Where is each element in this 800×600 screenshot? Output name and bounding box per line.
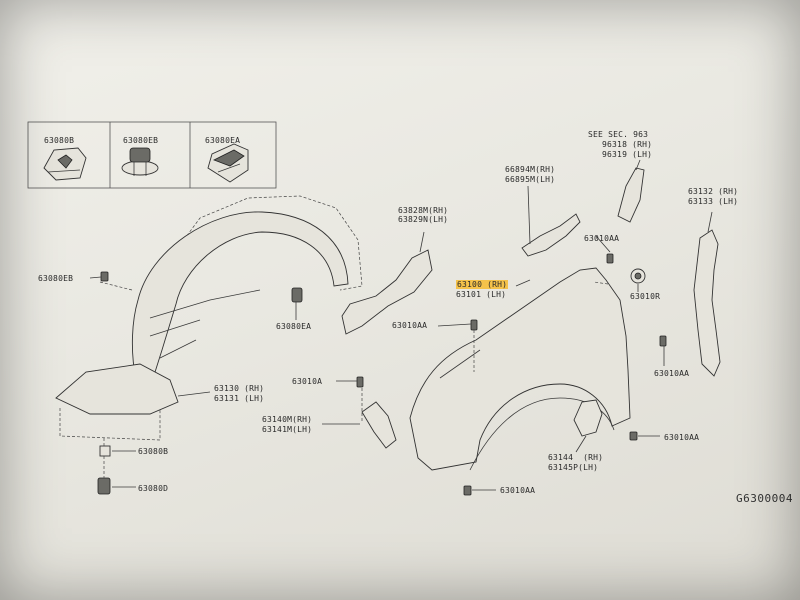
part-label-63130: 63130 (RH) — [214, 384, 265, 393]
leader-lines — [89, 235, 665, 491]
part-label-63140m: 63140M(RH) — [262, 415, 313, 424]
legend-label-63080b: 63080B — [44, 136, 75, 145]
part-label-63100: 63100 (RH) — [456, 280, 509, 289]
clip-63080ea-icon — [207, 143, 249, 183]
front-fender — [409, 267, 631, 471]
part-label-63010r: 63010R — [630, 292, 661, 301]
part-label-63131: 63131 (LH) — [214, 394, 265, 403]
clip-63080eb-icon — [121, 147, 159, 176]
fasteners — [97, 253, 667, 496]
part-label-63144: 63144 (RH) — [548, 453, 604, 462]
part-label-63828m: 63828M(RH) — [398, 206, 449, 215]
part-label-63010aa-top: 63010AA — [584, 234, 620, 243]
legend-label-63080ea: 63080EA — [205, 136, 241, 145]
fender-seal — [693, 211, 721, 377]
part-label-66894m: 66894M(RH) — [505, 165, 556, 174]
legend-label-63080eb: 63080EB — [123, 136, 159, 145]
part-label-63145p: 63145P(LH) — [548, 463, 599, 472]
legend-boxes — [27, 121, 277, 189]
part-label-63010a: 63010A — [292, 377, 323, 386]
part-label-63829n: 63829N(LH) — [398, 215, 449, 224]
part-label-66895m: 66895M(LH) — [505, 175, 556, 184]
fender-bracket — [521, 185, 581, 257]
lower-bracket — [361, 388, 397, 449]
see-sec-label: SEE SEC. 963 — [588, 130, 649, 139]
part-label-63133: 63133 (LH) — [688, 197, 739, 206]
part-label-63080b: 63080B — [138, 447, 169, 456]
part-label-63010aa-mid: 63010AA — [392, 321, 428, 330]
part-label-63141m: 63141M(LH) — [262, 425, 313, 434]
highlighted-part-number: 63100 (RH) — [456, 280, 509, 289]
part-label-63080ea: 63080EA — [276, 322, 312, 331]
part-label-63080d: 63080D — [138, 484, 169, 493]
part-label-63101: 63101 (LH) — [456, 290, 507, 299]
mirror-corner-piece — [617, 159, 645, 223]
part-label-63010aa-bottom: 63010AA — [500, 486, 536, 495]
part-label-96318: 96318 (RH) — [602, 140, 653, 149]
part-label-63132: 63132 (RH) — [688, 187, 739, 196]
part-label-63080eb: 63080EB — [38, 274, 74, 283]
clip-63080b-icon — [43, 147, 87, 181]
fender-liner — [55, 195, 363, 441]
part-label-63010aa-right: 63010AA — [654, 369, 690, 378]
fender-protector — [573, 399, 603, 437]
part-label-96319: 96319 (LH) — [602, 150, 653, 159]
drawing-code: G6300004 — [736, 492, 793, 505]
part-label-63010aa-lower: 63010AA — [664, 433, 700, 442]
mud-guard — [341, 231, 433, 335]
